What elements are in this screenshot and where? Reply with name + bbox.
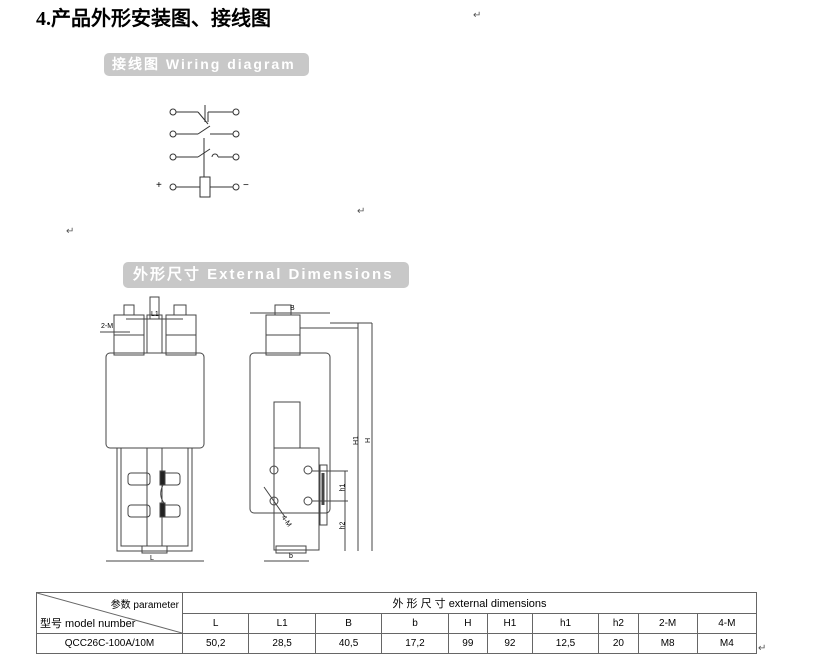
dim-label-h2: h2: [339, 521, 347, 530]
column-header: B: [314, 612, 383, 634]
front-view-drawing: [100, 296, 373, 562]
value-cell: 20: [598, 633, 639, 654]
header-corner-cell: 参数 parameter 型号 model number: [36, 592, 183, 634]
wiring-diagram: [169, 105, 240, 198]
return-mark: ↵: [473, 10, 482, 21]
minus-label: −: [243, 180, 249, 191]
diagonal-divider: [37, 593, 182, 633]
dim-label-H1: H1: [352, 436, 360, 445]
column-header: b: [381, 612, 449, 634]
column-header: L: [181, 612, 250, 634]
dim-label-h1: h1: [339, 483, 347, 492]
external-dimensions-banner: 外形尺寸 External Dimensions: [123, 262, 409, 288]
contact-no: [169, 125, 240, 138]
dimensions-table: 参数 parameter 型号 model number 外 形 尺 寸 ext…: [36, 592, 758, 654]
contact-nc: [169, 105, 240, 125]
coil: [169, 176, 240, 198]
column-header: H: [447, 612, 489, 634]
return-mark: ↵: [357, 206, 366, 217]
value-cell: M4: [696, 633, 758, 654]
model-label: 型号 model number: [40, 618, 136, 630]
column-header: h2: [598, 612, 639, 634]
value-cell: 40,5: [314, 633, 383, 654]
column-header: L1: [248, 612, 316, 634]
value-cell: 99: [447, 633, 489, 654]
return-mark: ↵: [758, 643, 767, 654]
dim-label-B: B: [290, 305, 295, 312]
value-cell: 50,2: [181, 633, 250, 654]
return-mark: ↵: [66, 226, 75, 237]
column-header: H1: [487, 612, 533, 634]
value-cell: 17,2: [381, 633, 449, 654]
dim-label-b: b: [289, 553, 293, 560]
page-heading: 4.产品外形安装图、接线图: [36, 8, 271, 30]
param-label: 参数 parameter: [110, 600, 179, 611]
dim-label-L: L: [150, 555, 154, 562]
value-cell: 12,5: [531, 633, 600, 654]
dim-label-L1: L1: [151, 311, 159, 318]
column-header: 2-M: [637, 612, 698, 634]
group-header: 外 形 尺 寸 external dimensions: [182, 592, 757, 614]
model-cell: QCC26C-100A/10M: [36, 633, 183, 654]
value-cell: M8: [637, 633, 698, 654]
plus-label: +: [156, 180, 162, 191]
dim-label-2M: 2-M: [101, 323, 114, 330]
value-cell: 92: [487, 633, 533, 654]
column-header: 4-M: [696, 612, 758, 634]
dim-label-H: H: [365, 437, 373, 444]
value-cell: 28,5: [248, 633, 316, 654]
column-header: h1: [531, 612, 600, 634]
wiring-diagram-banner: 接线图 Wiring diagram: [104, 53, 309, 76]
